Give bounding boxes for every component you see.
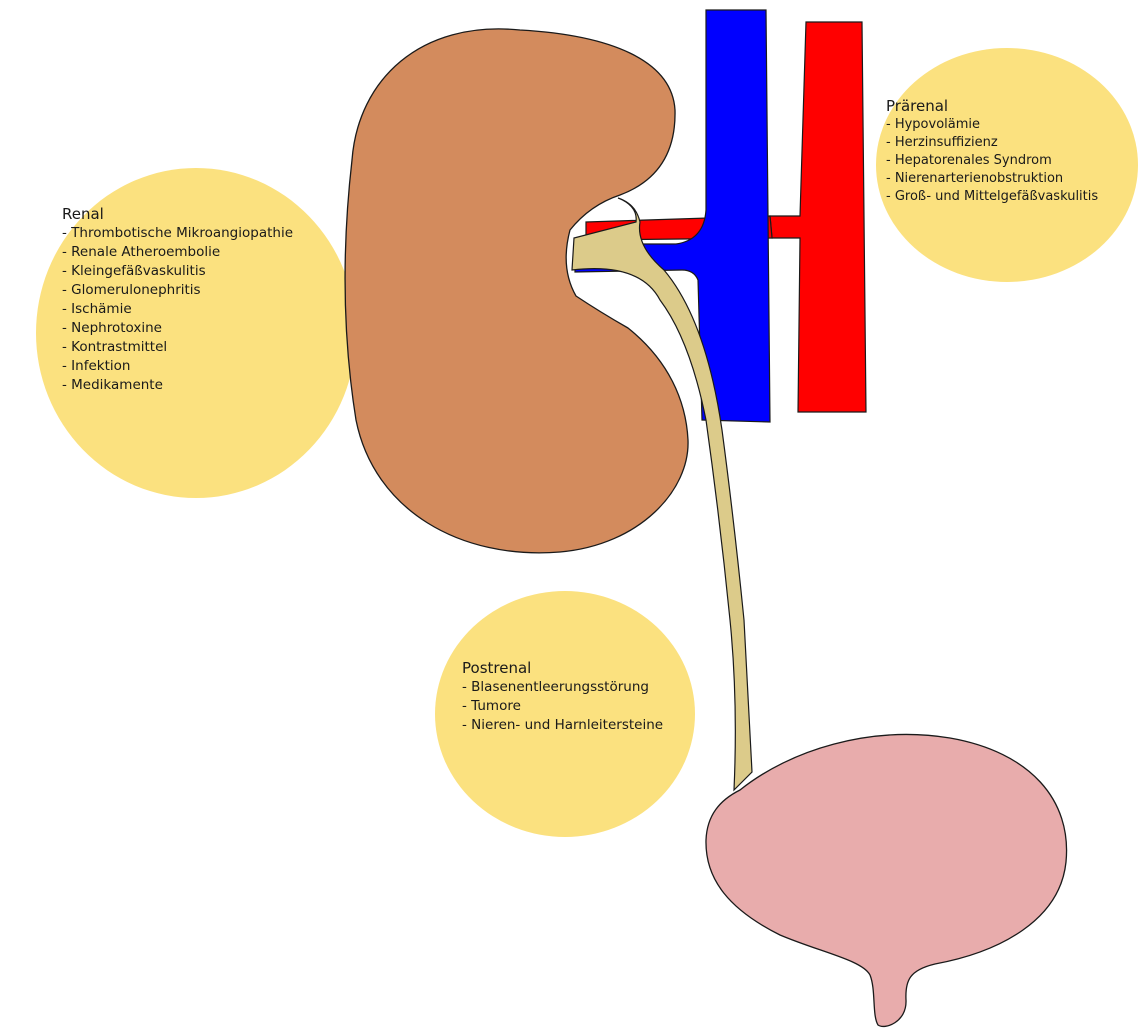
- prerenal-list: - Hypovolämie - Herzinsuffizienz - Hepat…: [886, 116, 1098, 206]
- renal-item: - Ischämie: [62, 300, 293, 319]
- prerenal-item: - Nierenarterienobstruktion: [886, 170, 1098, 188]
- renal-item: - Glomerulonephritis: [62, 281, 293, 300]
- postrenal-list: - Blasenentleerungsstörung - Tumore - Ni…: [462, 678, 663, 735]
- prerenal-item: - Groß- und Mittelgefäßvaskulitis: [886, 188, 1098, 206]
- kidney: [345, 29, 688, 553]
- aorta: [770, 22, 866, 412]
- renal-item: - Nephrotoxine: [62, 319, 293, 338]
- prerenal-title: Prärenal: [886, 97, 1098, 116]
- prerenal-callout: Prärenal - Hypovolämie - Herzinsuffizien…: [886, 97, 1098, 206]
- renal-item: - Renale Atheroembolie: [62, 243, 293, 262]
- prerenal-item: - Hepatorenales Syndrom: [886, 152, 1098, 170]
- renal-item: - Kleingefäßvaskulitis: [62, 262, 293, 281]
- postrenal-item: - Tumore: [462, 697, 663, 716]
- postrenal-item: - Nieren- und Harnleitersteine: [462, 716, 663, 735]
- renal-item: - Kontrastmittel: [62, 338, 293, 357]
- prerenal-item: - Hypovolämie: [886, 116, 1098, 134]
- postrenal-callout: Postrenal - Blasenentleerungsstörung - T…: [462, 659, 663, 735]
- bladder: [706, 735, 1067, 1027]
- renal-item: - Thrombotische Mikroangiopathie: [62, 224, 293, 243]
- renal-item: - Medikamente: [62, 376, 293, 395]
- renal-item: - Infektion: [62, 357, 293, 376]
- renal-title: Renal: [62, 205, 293, 224]
- prerenal-item: - Herzinsuffizienz: [886, 134, 1098, 152]
- postrenal-item: - Blasenentleerungsstörung: [462, 678, 663, 697]
- renal-callout: Renal - Thrombotische Mikroangiopathie -…: [62, 205, 293, 395]
- renal-list: - Thrombotische Mikroangiopathie - Renal…: [62, 224, 293, 395]
- postrenal-title: Postrenal: [462, 659, 663, 678]
